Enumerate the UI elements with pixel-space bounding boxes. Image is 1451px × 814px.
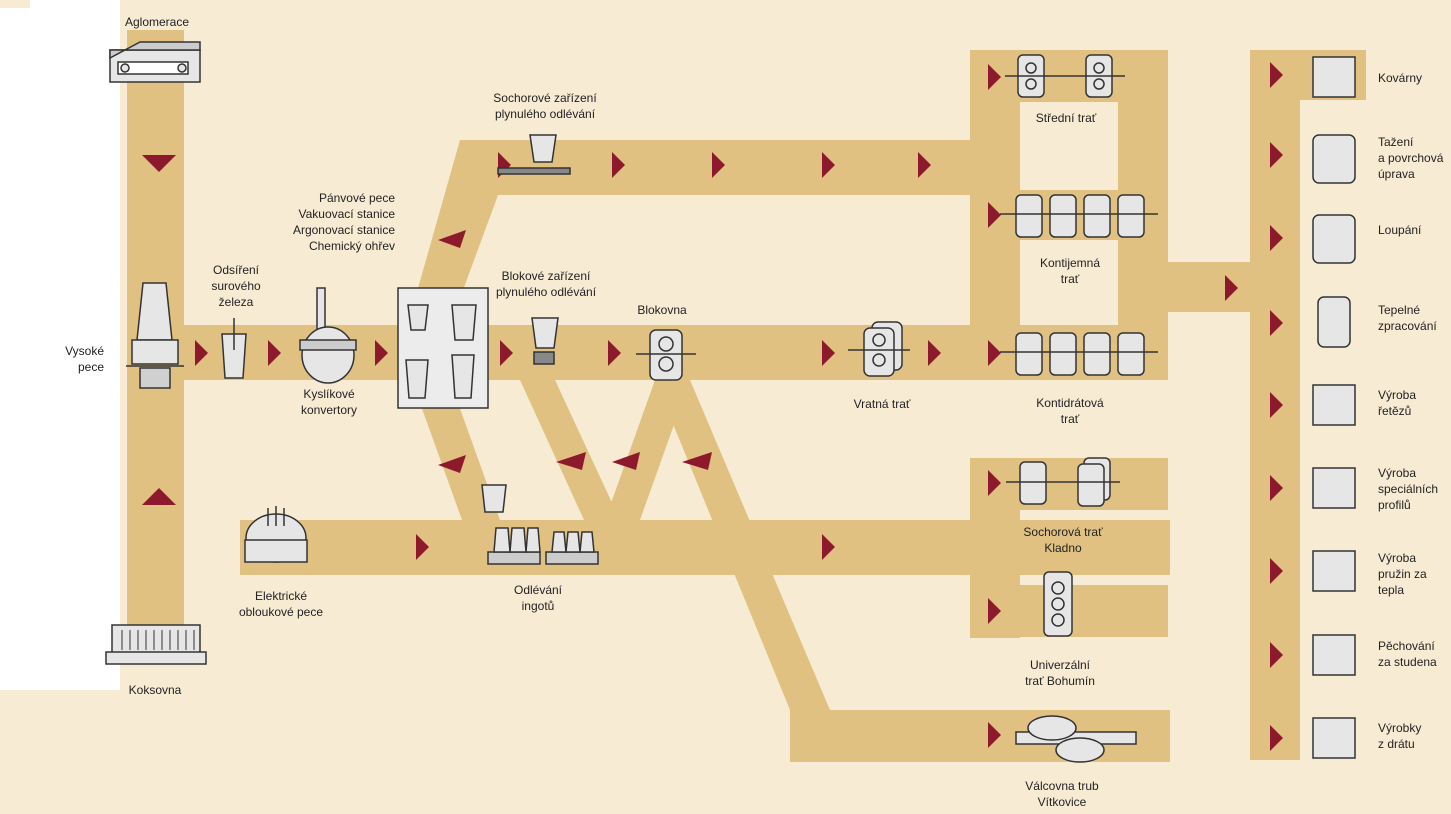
electric-arc-furnace-icon xyxy=(244,506,308,563)
tube-mill-icon xyxy=(1015,715,1137,763)
label-odsireni: Odsíření surového železa xyxy=(211,263,261,309)
label-blokovna: Blokovna xyxy=(637,303,687,317)
continuous-mill-icon xyxy=(1000,194,1158,238)
bloom-caster-icon xyxy=(531,317,559,365)
product-label: Pěchování za studena xyxy=(1378,639,1437,669)
label-aglomerace: Aglomerace xyxy=(124,15,190,29)
label-blokove-zarizeni: Blokové zařízení plynulého odlévání xyxy=(495,269,597,299)
blast-furnace-icon xyxy=(126,282,184,389)
label-vratna: Vratná trať xyxy=(853,397,911,411)
ingot-casting-icon xyxy=(481,484,599,565)
label-kyslikove: Kyslíkové konvertory xyxy=(300,387,358,417)
reversing-mill-icon xyxy=(848,321,910,377)
coke-oven-icon xyxy=(105,624,207,665)
label-sochorove-zarizeni: Sochorové zařízení plynulého odlévání xyxy=(493,91,597,121)
billet-mill-icon xyxy=(1006,457,1120,507)
bolt-icon xyxy=(1312,634,1356,676)
peeling-mill-icon xyxy=(1312,214,1356,264)
product-label: Výroba speciálních profilů xyxy=(1378,466,1439,512)
flow-arrows xyxy=(142,62,1283,751)
chain-icon xyxy=(1312,384,1356,426)
product-label: Loupání xyxy=(1378,223,1422,237)
equipment-icons xyxy=(105,41,1158,763)
product-label: Výroba řetězů xyxy=(1378,388,1417,418)
label-koksovna: Koksovna xyxy=(128,683,182,697)
nail-icon xyxy=(1312,717,1356,759)
product-label: Kovárny xyxy=(1378,71,1423,85)
sinter-plant-icon xyxy=(109,41,201,83)
label-odlevani: Odlévání ingotů xyxy=(513,583,563,613)
billet-caster-icon xyxy=(497,134,571,175)
label-kontijemna: Kontijemná trať xyxy=(1039,256,1101,286)
product-label: Výrobky z drátu xyxy=(1378,721,1422,751)
product-label: Výroba pružin za tepla xyxy=(1378,551,1427,597)
middle-mill-icon xyxy=(1005,54,1125,98)
universal-mill-icon xyxy=(1043,571,1073,637)
heat-treatment-icon xyxy=(1317,296,1351,348)
label-panvove: Pánvové pece Vakuovací stanice Argonovac… xyxy=(292,191,395,253)
product-icons xyxy=(1312,56,1356,759)
label-valcovna: Válcovna trub Vítkovice xyxy=(1025,779,1099,809)
product-label: Tepelné zpracování xyxy=(1378,303,1437,333)
label-kontidratova: Kontidrátová trať xyxy=(1036,396,1104,426)
profile-icon xyxy=(1312,467,1356,509)
hammer-icon xyxy=(1312,56,1356,98)
label-univerzalni: Univerzální trať Bohumín xyxy=(1025,658,1095,688)
wire-rod-mill-icon xyxy=(1000,332,1158,376)
label-vysoke-pece: Vysoké pece xyxy=(65,344,104,374)
label-elektricke: Elektrické obloukové pece xyxy=(238,589,324,619)
secondary-metallurgy-box xyxy=(397,287,489,409)
blooming-mill-icon xyxy=(636,329,696,381)
label-sochorova-trat: Sochorová trať Kladno xyxy=(1023,525,1103,555)
spring-icon xyxy=(1312,550,1356,592)
drawing-mill-icon xyxy=(1312,134,1356,184)
converter-icon xyxy=(299,287,357,384)
ladle-icon xyxy=(221,318,247,379)
product-label: Tažení a povrchová úprava xyxy=(1378,135,1444,181)
label-stredni: Střední trať xyxy=(1035,111,1097,125)
